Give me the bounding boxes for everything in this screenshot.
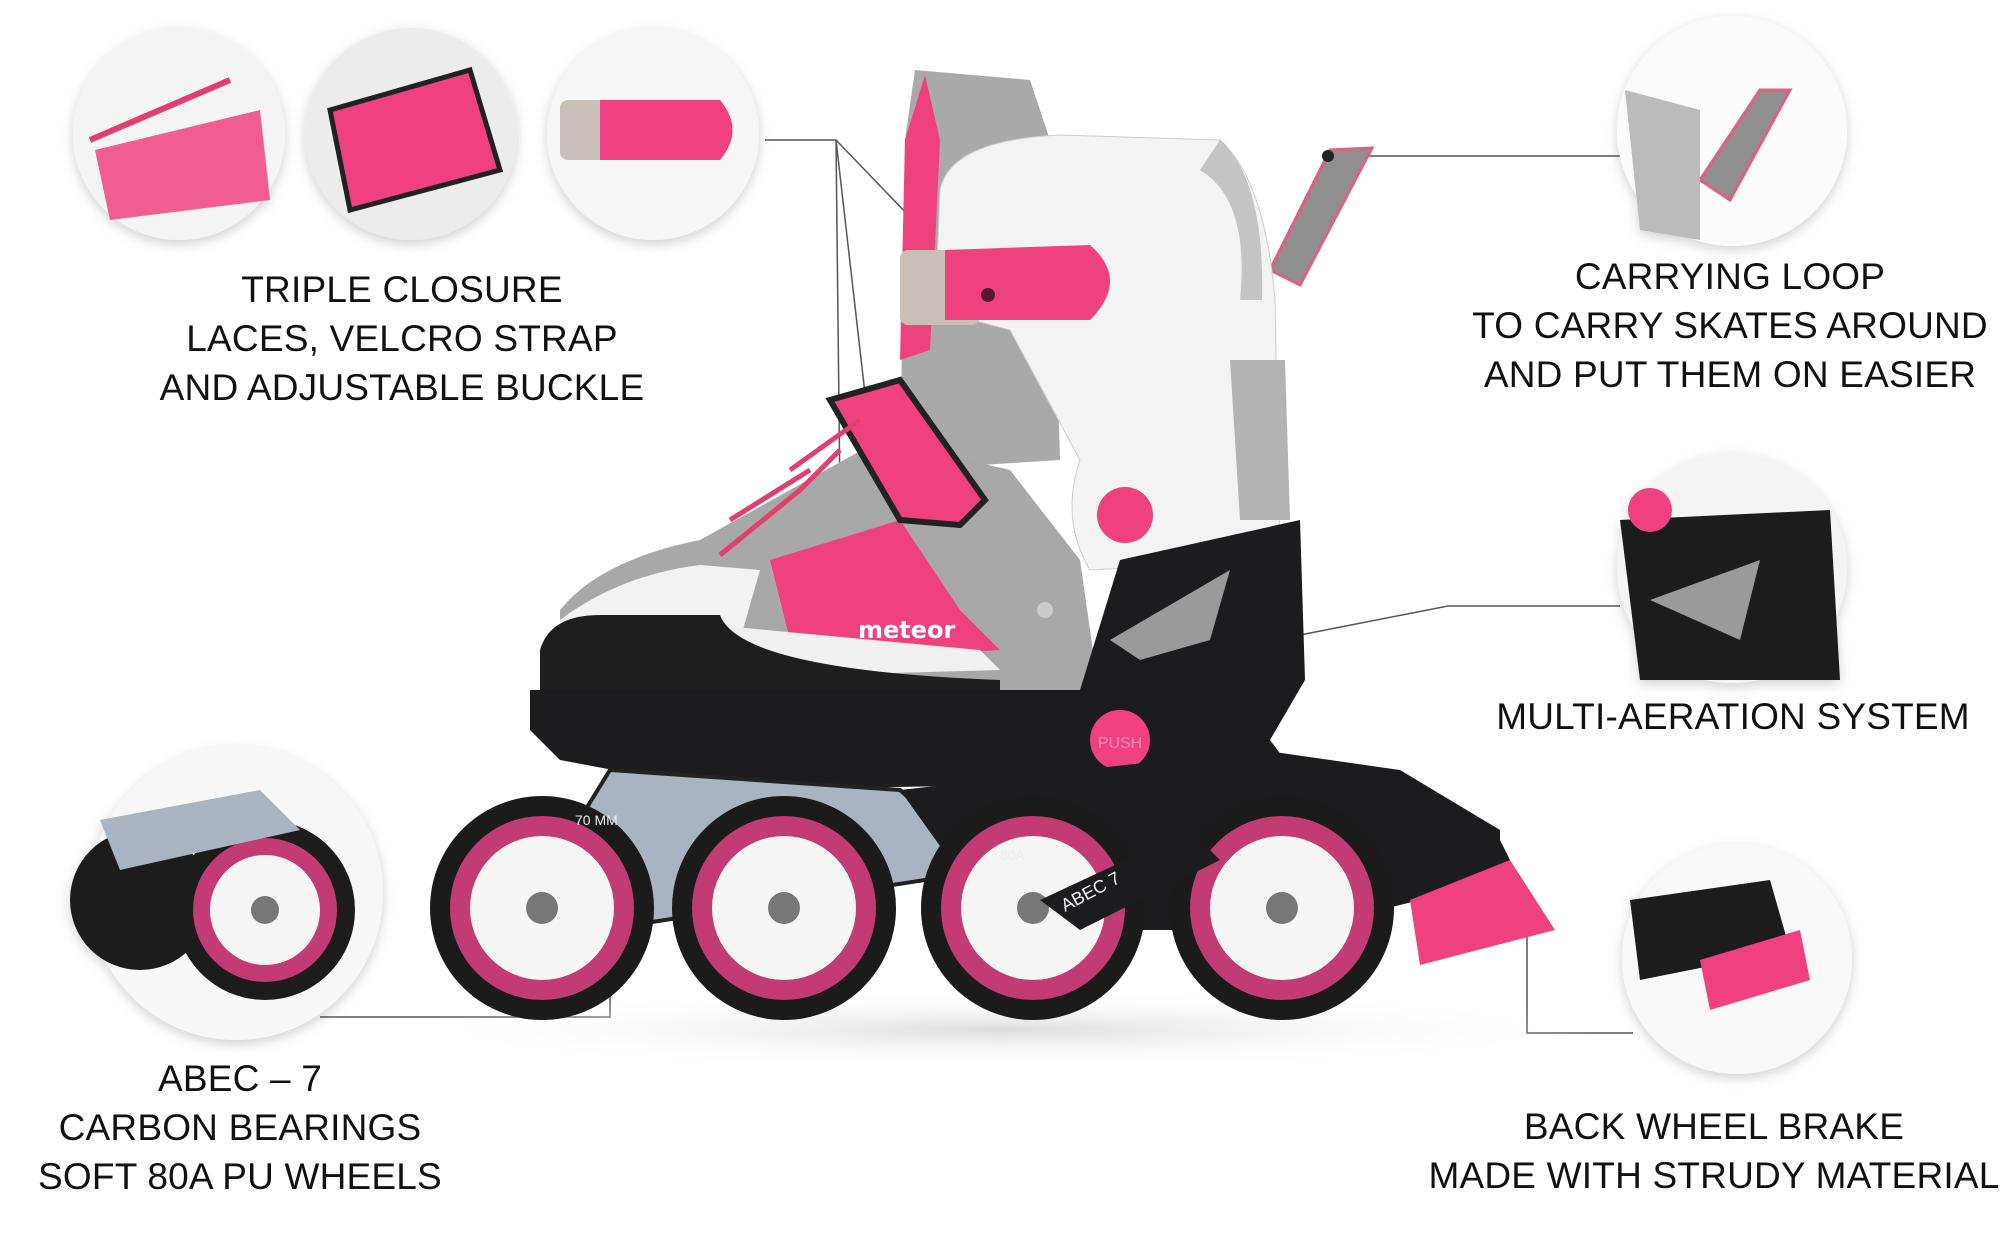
bearings-caption: ABEC – 7 CARBON BEARINGS SOFT 80A PU WHE…: [38, 1058, 442, 1197]
detail-loop-circle: [1617, 16, 1847, 246]
loop-caption: CARRYING LOOP TO CARRY SKATES AROUND AND…: [1472, 256, 1988, 395]
adjustable-buckle: [900, 245, 1110, 325]
svg-text:80A: 80A: [1000, 847, 1026, 863]
detail-strap-circle: [305, 28, 517, 240]
detail-circles: [70, 16, 1852, 1074]
detail-buckle-circle: [547, 28, 759, 240]
aeration-caption: MULTI-AERATION SYSTEM: [1496, 696, 1970, 737]
brake-caption: BACK WHEEL BRAKE MADE WITH STRUDY MATERI…: [1428, 1106, 2000, 1196]
carrying-loop: [1267, 146, 1375, 287]
wheel: [430, 796, 654, 1020]
rivet-button: [1097, 487, 1153, 543]
detail-aeration-circle: [1617, 453, 1847, 683]
wheel: [672, 796, 896, 1020]
closure-caption: TRIPLE CLOSURE LACES, VELCRO STRAP AND A…: [159, 269, 645, 408]
wheel: [921, 796, 1145, 1020]
velcro-strap: [825, 376, 989, 529]
laces: [718, 417, 862, 557]
brand-logo: meteor: [858, 616, 956, 644]
detail-laces-circle: [73, 28, 285, 240]
wheels: 70 MM 80A: [430, 796, 1394, 1020]
wheel: [1170, 796, 1394, 1020]
skate-shell: meteor PUSH: [530, 520, 1305, 790]
skate-cuff: [934, 134, 1290, 571]
back-brake: [1400, 820, 1555, 965]
detail-brake-circle: [1622, 844, 1852, 1074]
push-label: PUSH: [1098, 735, 1142, 752]
detail-bearings-circle: [70, 746, 383, 1040]
svg-text:70 MM: 70 MM: [575, 812, 618, 828]
push-button: [1090, 710, 1150, 770]
